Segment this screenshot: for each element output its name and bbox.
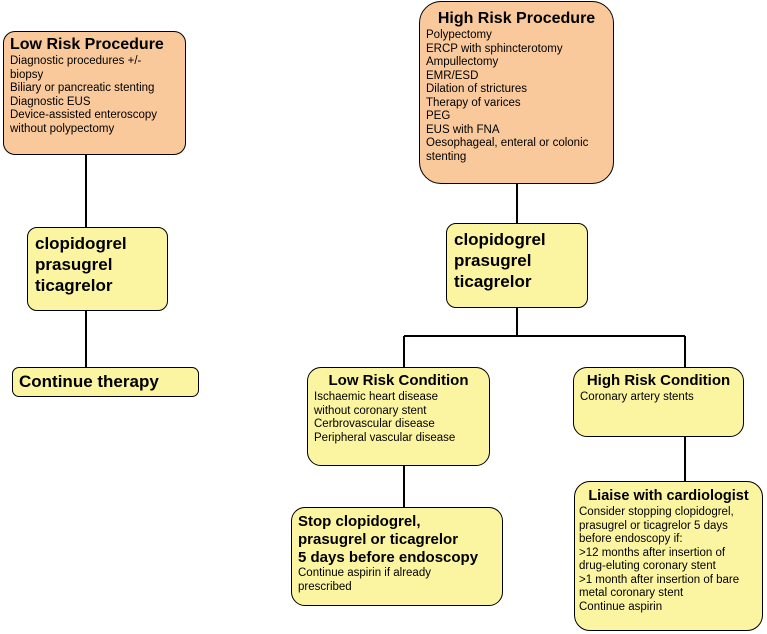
stop-item: prescribed: [298, 580, 352, 593]
high-risk-condition-box: High Risk Condition Coronary artery sten…: [573, 367, 744, 437]
drug-name: clopidogrel: [35, 234, 127, 253]
high-risk-condition-item: Coronary artery stents: [580, 391, 694, 403]
liaise-title: Liaise with cardiologist: [588, 488, 749, 504]
stop-heading: Stop clopidogrel,: [298, 513, 421, 530]
high-risk-procedure-item: Dilation of strictures: [426, 83, 527, 95]
drugs-box-left: clopidogrel prasugrel ticagrelor: [27, 227, 168, 311]
continue-therapy-box: Continue therapy: [12, 367, 199, 397]
liaise-item: drug-eluting coronary stent: [579, 560, 716, 572]
drug-name: ticagrelor: [35, 276, 113, 295]
liaise-item: before endoscopy if:: [579, 533, 683, 545]
liaise-item: >12 months after insertion of: [579, 546, 726, 559]
low-risk-condition-item: without coronary stent: [314, 404, 427, 417]
drug-name: ticagrelor: [454, 272, 532, 291]
high-risk-procedure-title: High Risk Procedure: [437, 10, 596, 27]
stop-heading: prasugrel or ticagrelor: [298, 531, 459, 548]
low-risk-procedure-item: Diagnostic EUS: [10, 95, 91, 108]
low-risk-condition-item: Ischaemic heart disease: [314, 391, 439, 403]
high-risk-procedure-item: ERCP with sphincterotomy: [426, 42, 563, 55]
stop-item: Continue aspirin if already: [298, 567, 431, 579]
high-risk-procedure-item: stenting: [426, 150, 467, 163]
high-risk-procedure-item: EMR/ESD: [426, 69, 479, 82]
liaise-cardiologist-box: Liaise with cardiologist Consider stoppi…: [574, 481, 763, 631]
liaise-item: prasugrel or ticagrelor 5 days: [579, 519, 728, 532]
high-risk-procedure-item: Ampullectomy: [426, 56, 499, 68]
high-risk-procedure-item: Polypectomy: [426, 29, 492, 41]
low-risk-procedure-title: Low Risk Procedure: [10, 36, 164, 53]
low-risk-procedure-item: Diagnostic procedures +/-: [10, 55, 142, 67]
high-risk-procedure-item: PEG: [426, 110, 451, 122]
high-risk-procedure-item: EUS with FNA: [426, 123, 500, 136]
low-risk-procedure-box: Low Risk Procedure Diagnostic procedures…: [3, 31, 186, 155]
high-risk-procedure-item: Therapy of varices: [426, 96, 521, 109]
continue-therapy-label: Continue therapy: [19, 372, 159, 391]
drug-name: prasugrel: [454, 251, 532, 270]
low-risk-condition-title: Low Risk Condition: [328, 372, 469, 389]
high-risk-procedure-box: High Risk Procedure Polypectomy ERCP wit…: [419, 1, 614, 184]
liaise-item: >1 month after insertion of bare: [579, 573, 740, 586]
low-risk-procedure-item: Device-assisted enteroscopy: [10, 109, 158, 121]
liaise-item: Continue aspirin: [579, 600, 663, 613]
low-risk-condition-item: Peripheral vascular disease: [314, 431, 456, 444]
low-risk-procedure-item: Biliary or pancreatic stenting: [10, 82, 155, 94]
low-risk-procedure-item: without polypectomy: [10, 122, 115, 135]
drug-name: prasugrel: [35, 255, 113, 274]
stop-medication-box: Stop clopidogrel, prasugrel or ticagrelo…: [291, 507, 503, 606]
low-risk-condition-box: Low Risk Condition Ischaemic heart disea…: [307, 367, 490, 466]
liaise-item: metal coronary stent: [579, 587, 684, 599]
liaise-item: Consider stopping clopidogrel,: [579, 506, 734, 518]
low-risk-procedure-item: biopsy: [10, 68, 44, 81]
high-risk-condition-title: High Risk Condition: [586, 372, 731, 389]
stop-heading: 5 days before endoscopy: [298, 549, 479, 566]
drugs-box-right: clopidogrel prasugrel ticagrelor: [446, 223, 588, 308]
low-risk-condition-item: Cerbrovascular disease: [314, 418, 435, 430]
drug-name: clopidogrel: [454, 230, 546, 249]
high-risk-procedure-item: Oesophageal, enteral or colonic: [426, 137, 589, 149]
